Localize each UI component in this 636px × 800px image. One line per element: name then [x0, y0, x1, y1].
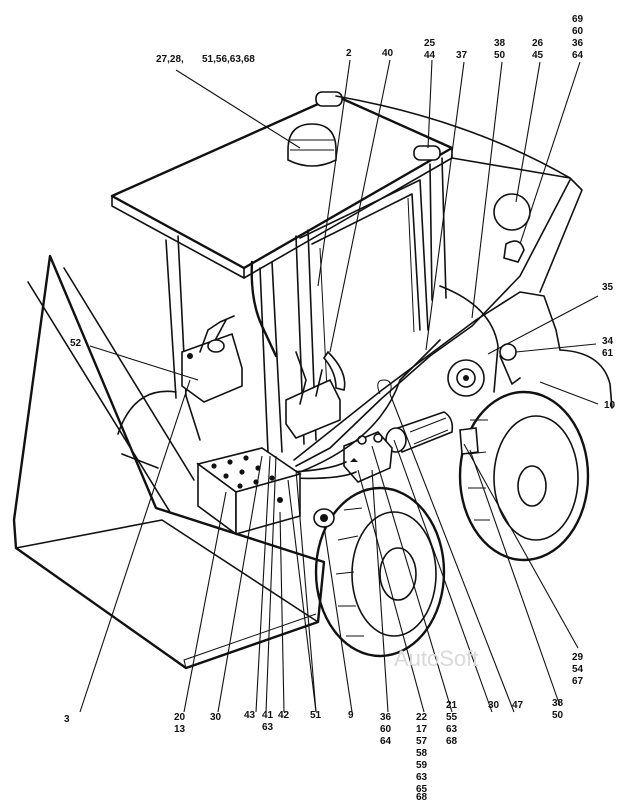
label-27-28: 27,28, [156, 54, 184, 65]
label-60-top: 60 [572, 26, 584, 37]
label-63-bottom: 63 [262, 722, 274, 733]
label-34: 34 [602, 336, 614, 347]
label-26: 26 [532, 38, 544, 49]
label-64-top: 64 [572, 50, 584, 61]
front-wheel [314, 486, 446, 658]
label-58: 58 [416, 748, 428, 759]
label-60-bottom: 60 [380, 724, 392, 735]
machine-drawing [12, 91, 613, 670]
label-13: 13 [174, 724, 186, 735]
label-41: 41 [262, 710, 274, 721]
alternator [447, 359, 485, 397]
rear-wheel [458, 390, 590, 562]
left-control-panel [181, 315, 243, 403]
label-57: 57 [416, 736, 428, 747]
label-55: 55 [446, 712, 458, 723]
cab-door [299, 179, 429, 411]
label-9: 9 [348, 710, 354, 721]
loader-arm [117, 390, 201, 469]
leader-lines [79, 59, 599, 713]
label-22: 22 [416, 712, 428, 723]
label-21: 21 [446, 700, 458, 711]
label-25: 25 [424, 38, 436, 49]
label-40: 40 [382, 48, 394, 59]
cab-rear-roof [335, 95, 583, 293]
callout-labels: 27,28, 51,56,63,68 2 40 25 44 37 38 50 2… [64, 14, 616, 800]
label-17: 17 [416, 724, 428, 735]
label-63-col22: 63 [416, 772, 428, 783]
label-61: 61 [602, 348, 614, 359]
battery [196, 447, 302, 536]
bucket [12, 254, 326, 670]
label-29: 29 [572, 652, 584, 663]
label-45: 45 [532, 50, 544, 61]
label-63-col21: 63 [446, 724, 458, 735]
label-36-top: 36 [572, 38, 584, 49]
label-43: 43 [244, 710, 256, 721]
label-30-right: 30 [488, 700, 500, 711]
label-20: 20 [174, 712, 186, 723]
label-30-left: 30 [210, 712, 222, 723]
label-69: 69 [572, 14, 584, 25]
side-lamp [313, 508, 335, 528]
label-54: 54 [572, 664, 584, 675]
cab-roof [110, 94, 454, 279]
label-2: 2 [346, 48, 352, 59]
label-44: 44 [424, 50, 436, 61]
right-control-panel [285, 350, 346, 439]
axle-bracket [459, 427, 479, 455]
watermark: AutoSoft [394, 646, 478, 671]
horn [499, 343, 521, 385]
label-68-col21: 68 [446, 736, 458, 747]
label-51-56-63-68: 51,56,63,68 [202, 54, 255, 65]
label-35: 35 [602, 282, 614, 293]
wiper [250, 260, 278, 358]
label-51-bottom: 51 [310, 710, 322, 721]
label-67: 67 [572, 676, 584, 687]
label-50-top: 50 [494, 50, 506, 61]
label-64-bottom: 64 [380, 736, 392, 747]
label-38-top: 38 [494, 38, 506, 49]
label-68-col22: 68 [416, 792, 428, 800]
label-47: 47 [512, 700, 524, 711]
label-52: 52 [70, 338, 82, 349]
label-36-bottom: 36 [380, 712, 392, 723]
label-59: 59 [416, 760, 428, 771]
rear-work-light [493, 193, 531, 263]
label-37: 37 [456, 50, 468, 61]
label-50-bottom: 50 [552, 710, 564, 721]
beacon-lamp [287, 123, 337, 167]
label-42: 42 [278, 710, 290, 721]
label-10: 10 [604, 400, 616, 411]
starter-motor [385, 411, 454, 454]
label-3: 3 [64, 714, 70, 725]
label-38-bottom: 38 [552, 698, 564, 709]
label-65: 65 [416, 784, 428, 795]
